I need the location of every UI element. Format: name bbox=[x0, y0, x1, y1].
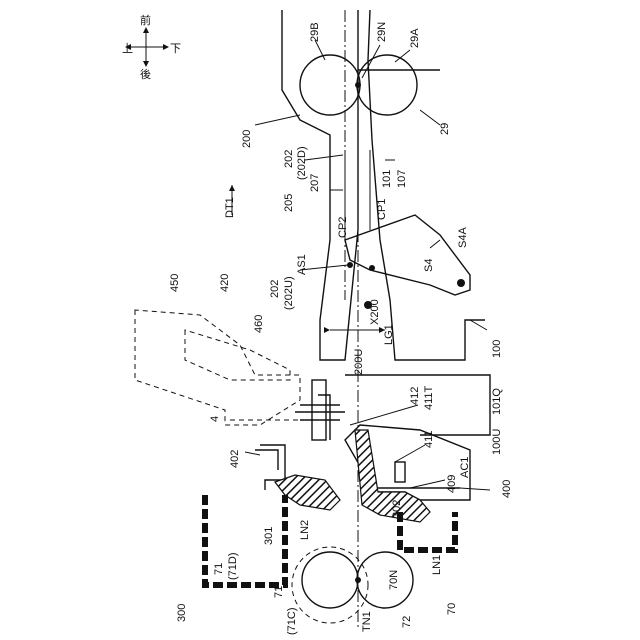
roller-29B bbox=[300, 55, 360, 115]
label-DT1: DT1 bbox=[224, 197, 236, 218]
label-200U: 200U bbox=[353, 349, 365, 375]
label-302: 302 bbox=[391, 500, 403, 518]
lever-S4 bbox=[345, 215, 470, 295]
unit-420 bbox=[185, 330, 290, 380]
frame-301 bbox=[275, 475, 340, 510]
label-101: 101 bbox=[381, 170, 393, 188]
reference-labels: 29B 29N 29A 29 200 202 (202D) 207 205 10… bbox=[169, 22, 513, 635]
label-205: 205 bbox=[283, 194, 295, 212]
label-71D: (71D) bbox=[227, 552, 239, 580]
label-420: 420 bbox=[219, 274, 231, 292]
label-450: 450 bbox=[169, 274, 181, 292]
label-107: 107 bbox=[396, 170, 408, 188]
orientation-back: 後 bbox=[140, 67, 151, 81]
label-29N: 29N bbox=[376, 22, 388, 42]
label-202-lower: 202 bbox=[269, 280, 281, 298]
label-200: 200 bbox=[241, 130, 253, 148]
label-CP2: CP2 bbox=[337, 217, 349, 238]
label-29B: 29B bbox=[309, 22, 321, 42]
label-72: 72 bbox=[401, 616, 413, 628]
label-70: 70 bbox=[446, 603, 458, 615]
label-AS1: AS1 bbox=[296, 254, 308, 275]
label-LG1: LG1 bbox=[383, 324, 395, 345]
label-402: 402 bbox=[229, 450, 241, 468]
label-AC1: AC1 bbox=[459, 457, 471, 478]
label-207: 207 bbox=[309, 174, 321, 192]
label-LN1: LN1 bbox=[431, 555, 443, 575]
actuator-AC1 bbox=[395, 462, 405, 482]
label-409: 409 bbox=[446, 475, 458, 493]
orientation-down: 下 bbox=[170, 43, 181, 55]
label-202U: (202U) bbox=[283, 276, 295, 310]
label-300: 300 bbox=[176, 604, 188, 622]
label-100: 100 bbox=[491, 340, 503, 358]
label-70N: 70N bbox=[388, 570, 400, 590]
label-X200: X200 bbox=[369, 299, 381, 325]
contact-CP1 bbox=[369, 265, 375, 271]
clamp-assembly-411 bbox=[295, 380, 345, 440]
orientation-front: 前 bbox=[140, 13, 151, 27]
label-4: 4 bbox=[209, 416, 221, 422]
label-202D: (202D) bbox=[296, 146, 308, 180]
roller-71 bbox=[302, 552, 358, 608]
label-CP1: CP1 bbox=[376, 199, 388, 220]
lever-pivot-S4A bbox=[457, 279, 465, 287]
nip-70N bbox=[355, 577, 361, 583]
label-412: 412 bbox=[409, 387, 421, 405]
label-411T: 411T bbox=[423, 385, 435, 410]
label-460: 460 bbox=[253, 315, 265, 333]
orientation-up: 上 bbox=[122, 42, 133, 55]
roller-72 bbox=[357, 552, 413, 608]
label-71-lower: 71 bbox=[273, 586, 285, 598]
label-LN2: LN2 bbox=[299, 520, 311, 540]
roller-29A bbox=[357, 55, 417, 115]
label-29: 29 bbox=[439, 123, 451, 135]
label-411: 411 bbox=[423, 430, 435, 448]
label-100U: 100U bbox=[491, 429, 503, 455]
label-71-upper: 71 bbox=[213, 563, 225, 575]
unit-450 bbox=[135, 310, 300, 425]
label-71C: (71C) bbox=[286, 607, 298, 635]
label-400: 400 bbox=[501, 480, 513, 498]
label-TN1: TN1 bbox=[361, 611, 373, 632]
label-S4A: S4A bbox=[457, 227, 469, 248]
label-29A: 29A bbox=[409, 28, 421, 48]
label-202-upper: 202 bbox=[283, 150, 295, 168]
nip-29N bbox=[355, 82, 361, 88]
label-S4: S4 bbox=[423, 259, 435, 272]
label-101Q: 101Q bbox=[491, 388, 503, 415]
label-301: 301 bbox=[263, 527, 275, 545]
